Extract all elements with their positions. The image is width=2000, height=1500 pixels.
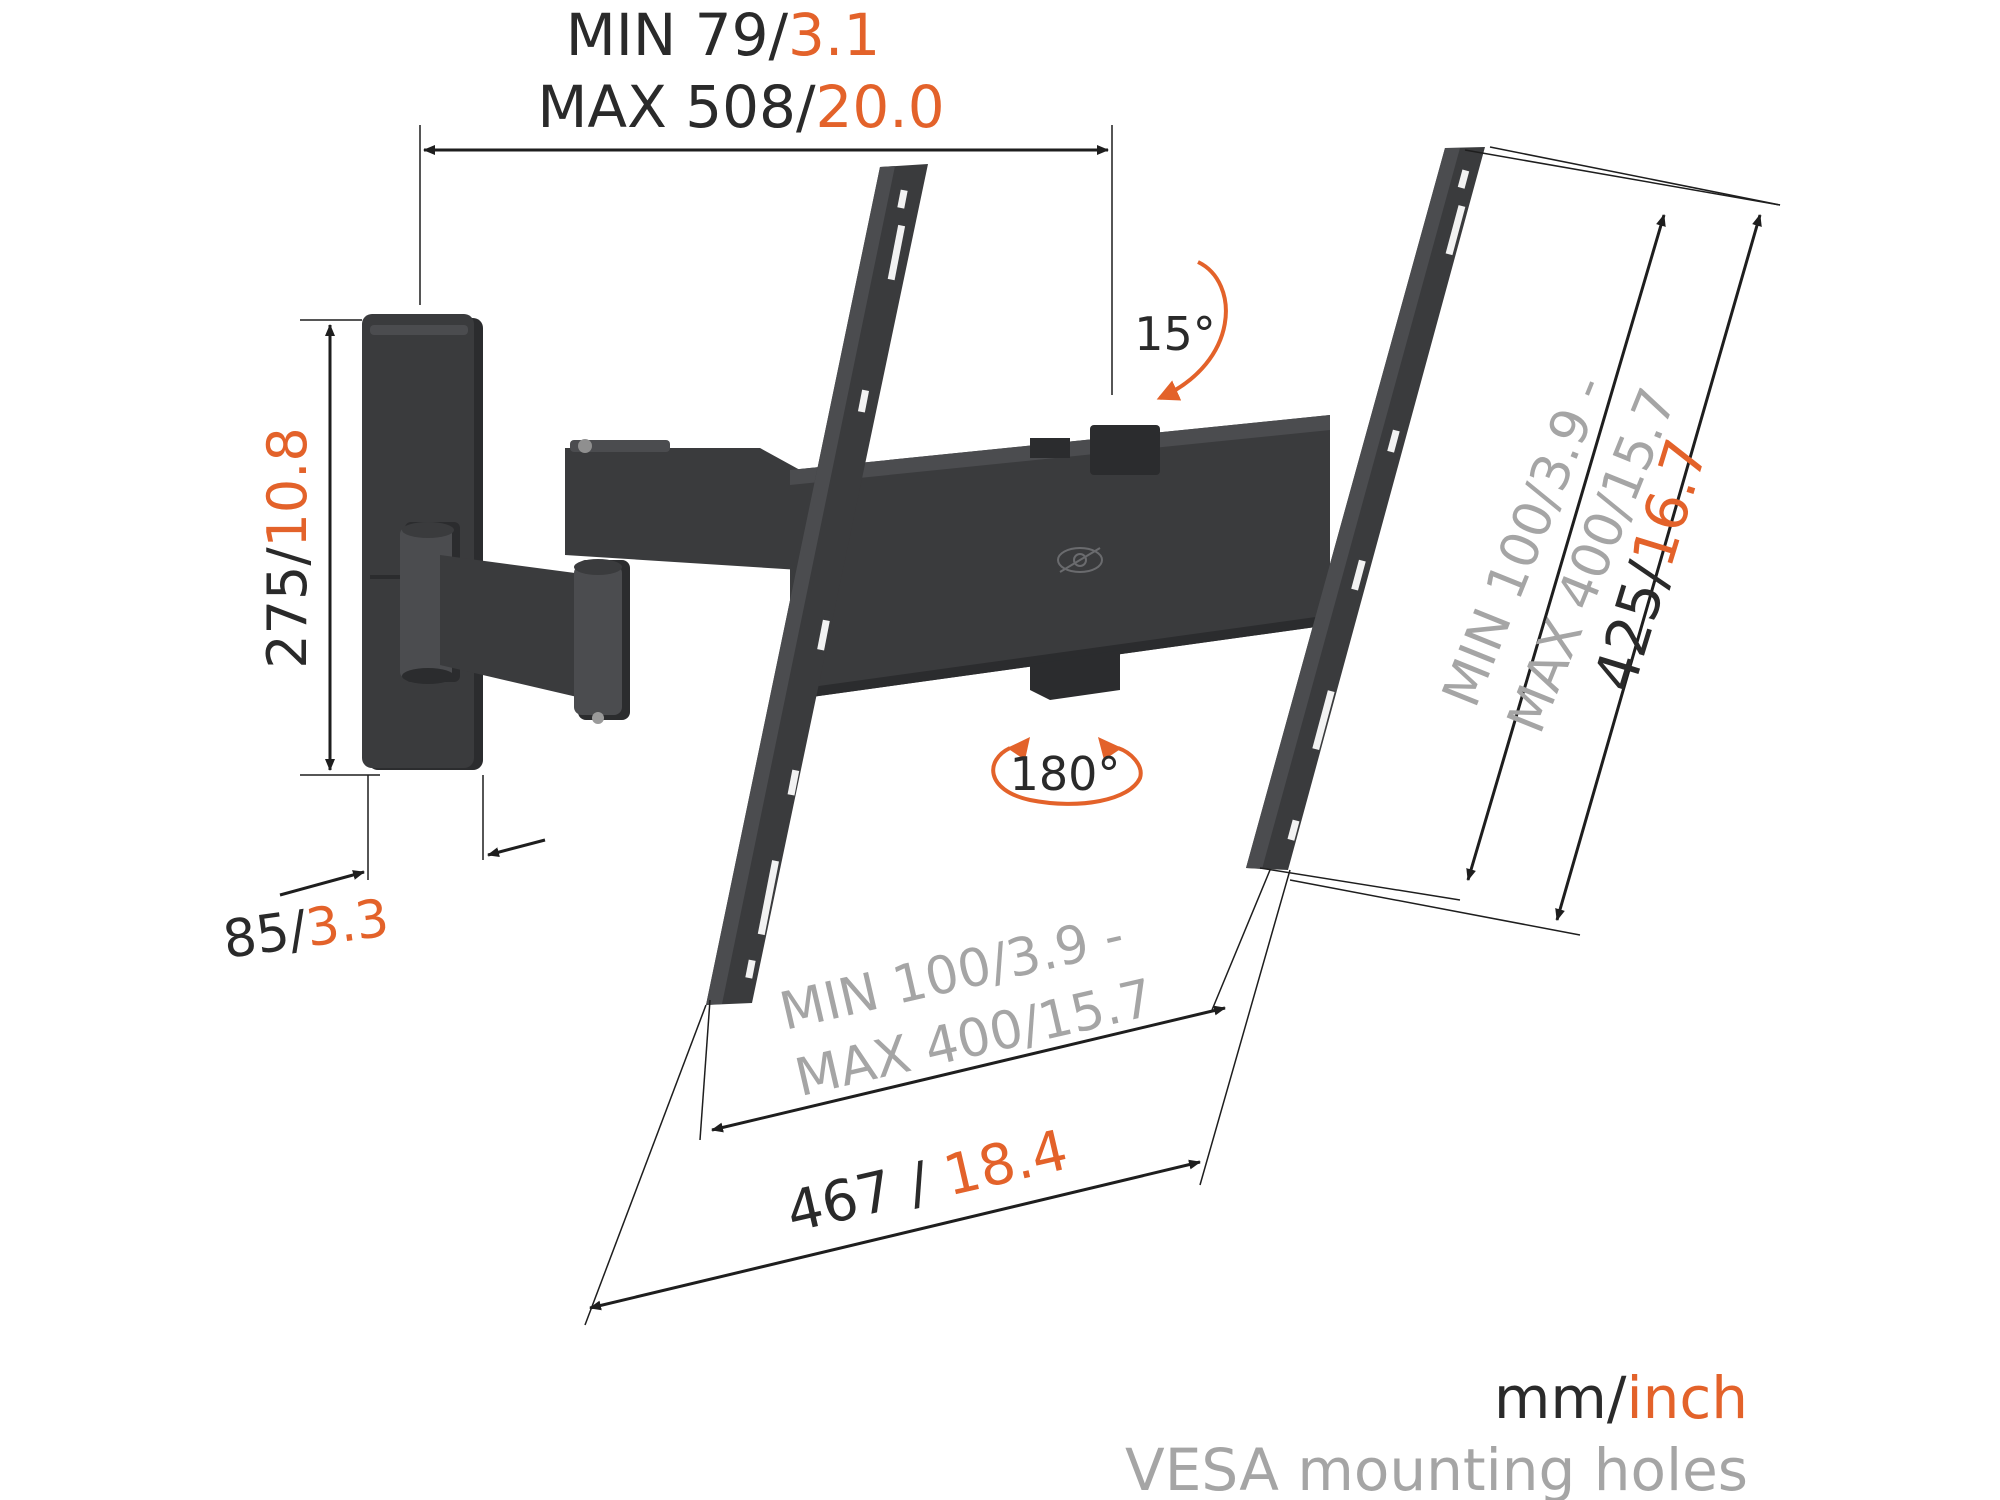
dimension-lines: [279, 125, 1781, 1326]
logo-icon: [1057, 547, 1103, 573]
wall-plate-height-label: 275/10.8: [256, 427, 319, 669]
vesa-legend: VESA mounting holes: [1125, 1436, 1748, 1500]
arm-extension-min-label: MIN 79/3.1: [566, 1, 881, 69]
tilt-indicator: [1156, 260, 1228, 401]
circular-arrow-icon: [991, 746, 1143, 806]
vesa-rail-left: [706, 164, 928, 1005]
curved-arrow-icon: [1156, 260, 1228, 401]
swivel-indicator: [991, 737, 1143, 806]
upper-arm: [565, 448, 800, 570]
wall-plate-depth-label: 85/3.3: [219, 888, 392, 971]
tilt-degrees-label: 15°: [1134, 307, 1216, 361]
tv-frame: [790, 415, 1330, 700]
swivel-degrees-label: 180°: [1010, 747, 1121, 801]
arm-extension-max-label: MAX 508/20.0: [537, 73, 944, 141]
tv-wall-mount: [362, 147, 1485, 1005]
lower-arm: [440, 555, 615, 700]
units-legend: mm/inch: [1494, 1364, 1748, 1432]
elbow-joint: [574, 559, 630, 724]
vesa-horizontal-label: MIN 100/3.9 - MAX 400/15.7: [774, 905, 1159, 1109]
vesa-rail-right: [1246, 147, 1485, 870]
